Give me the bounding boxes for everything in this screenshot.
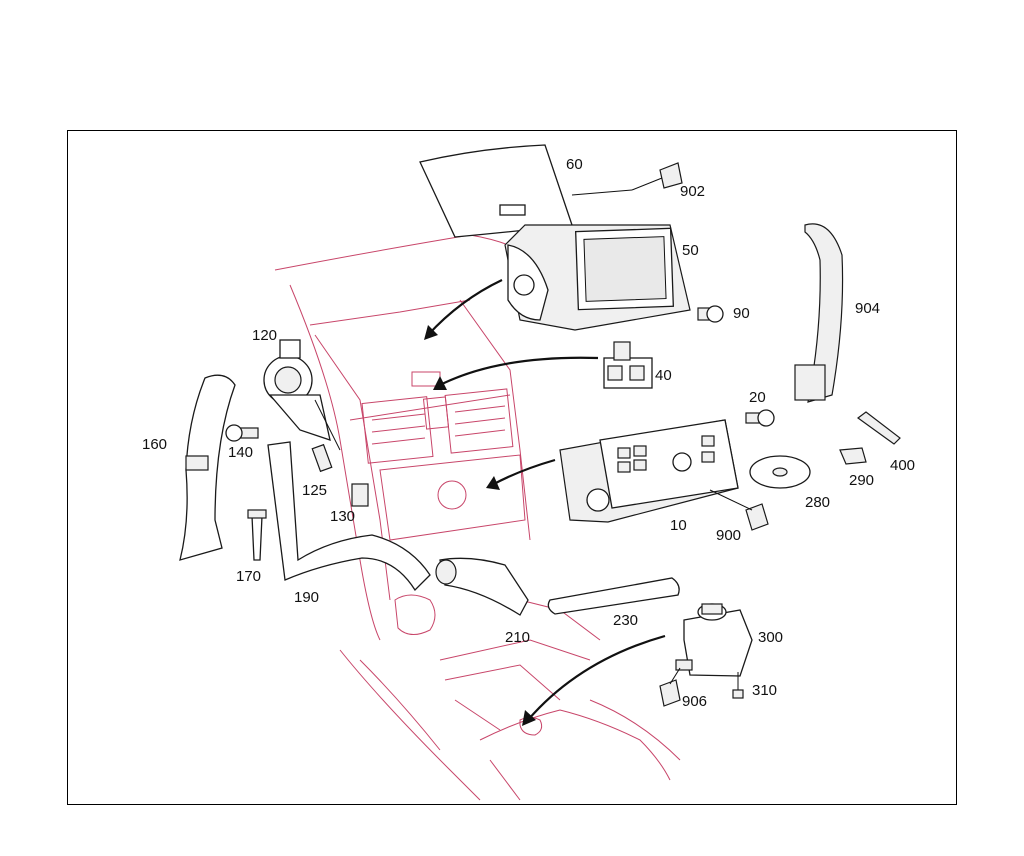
part-160-duct (179, 374, 236, 561)
part-10-head-unit (559, 419, 739, 523)
part-190-duct (267, 441, 431, 592)
label-40: 40 (655, 367, 672, 384)
label-190: 190 (294, 589, 320, 606)
label-210: 210 (505, 629, 531, 646)
label-902: 902 (680, 183, 706, 200)
part-170-screw (247, 509, 267, 561)
label-906: 906 (682, 693, 708, 710)
part-125-clip (311, 443, 333, 473)
label-160: 160 (142, 436, 168, 453)
label-230: 230 (613, 612, 639, 629)
part-130-clip (351, 483, 369, 507)
label-290: 290 (849, 472, 875, 489)
part-400-card (856, 411, 901, 445)
part-280-disc (749, 455, 811, 489)
label-90: 90 (733, 305, 750, 322)
label-310: 310 (752, 682, 778, 699)
part-40-module (603, 341, 653, 389)
label-125: 125 (302, 482, 328, 499)
label-10: 10 (670, 517, 687, 534)
part-900-clip (709, 489, 769, 531)
label-130: 130 (330, 508, 356, 525)
part-290-card (839, 447, 867, 465)
part-230-handle (547, 577, 680, 615)
part-20-screw (745, 409, 775, 427)
label-900: 900 (716, 527, 742, 544)
label-60: 60 (566, 156, 583, 173)
part-120-blower (263, 339, 341, 451)
label-50: 50 (682, 242, 699, 259)
part-904-trim (794, 223, 844, 403)
label-120: 120 (252, 327, 278, 344)
part-140-screw (225, 424, 259, 442)
label-140: 140 (228, 444, 254, 461)
diagram-frame (67, 130, 957, 805)
label-300: 300 (758, 629, 784, 646)
part-210-duct (435, 557, 529, 616)
label-904: 904 (855, 300, 881, 317)
part-300-controller (675, 603, 753, 677)
label-400: 400 (890, 457, 916, 474)
label-20: 20 (749, 389, 766, 406)
part-90-screw (697, 305, 724, 323)
arrows (424, 279, 666, 726)
part-906-clip (659, 667, 681, 707)
part-902-clip (631, 162, 683, 191)
part-310-screw (732, 672, 744, 699)
label-280: 280 (805, 494, 831, 511)
part-50-display (504, 224, 691, 331)
part-60-cover (419, 144, 633, 238)
label-170: 170 (236, 568, 262, 585)
